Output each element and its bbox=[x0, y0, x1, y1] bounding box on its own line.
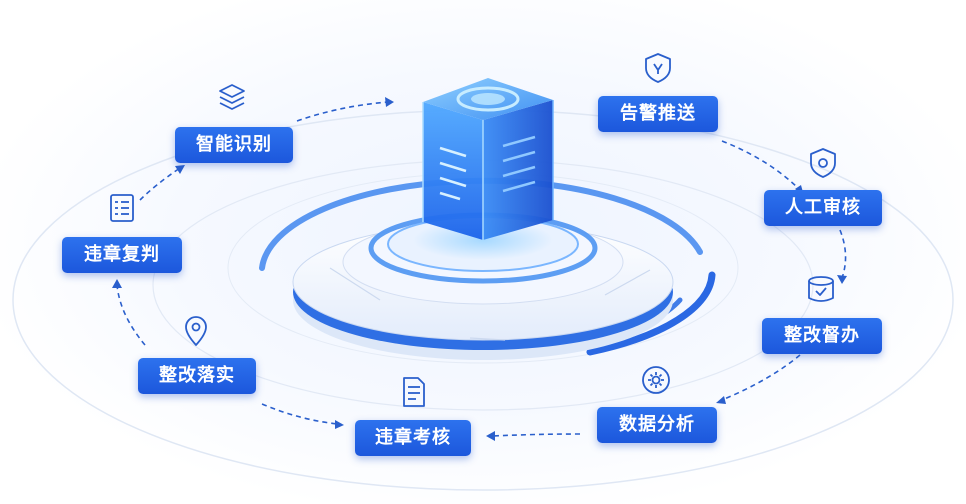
blue-arc-right bbox=[586, 271, 716, 356]
layers-icon bbox=[214, 80, 250, 116]
form-icon bbox=[104, 190, 140, 226]
node-rectify-implement: 整改落实 bbox=[138, 358, 256, 394]
flow-arrows bbox=[116, 101, 847, 437]
arrow-review-to-supervise bbox=[839, 229, 847, 279]
gear-icon bbox=[638, 362, 674, 398]
node-rectify-supervise: 整改督办 bbox=[762, 318, 882, 354]
database-check-icon bbox=[803, 272, 839, 308]
node-manual-review: 人工审核 bbox=[764, 190, 882, 226]
node-violation-rejudge: 违章复判 bbox=[62, 237, 182, 273]
arrow-implement-to-assess bbox=[261, 403, 339, 425]
location-pin-icon bbox=[178, 313, 214, 349]
arrow-recognition-to-alert bbox=[296, 101, 389, 122]
document-icon bbox=[395, 374, 431, 410]
arrow-analysis-to-assess bbox=[491, 433, 581, 437]
arrow-alert-to-review bbox=[721, 140, 801, 191]
arrow-implement-to-rejudge bbox=[116, 284, 146, 346]
shield-alert-icon bbox=[640, 50, 676, 86]
node-data-analysis: 数据分析 bbox=[597, 407, 717, 443]
server-tower bbox=[422, 78, 554, 240]
node-alert-push: 告警推送 bbox=[598, 96, 718, 132]
node-smart-recognition: 智能识别 bbox=[175, 127, 293, 163]
arrow-rejudge-to-recognition bbox=[139, 167, 181, 201]
shield-check-icon bbox=[805, 145, 841, 181]
node-violation-assess: 违章考核 bbox=[355, 420, 471, 456]
arrow-supervise-to-analysis bbox=[721, 354, 801, 401]
